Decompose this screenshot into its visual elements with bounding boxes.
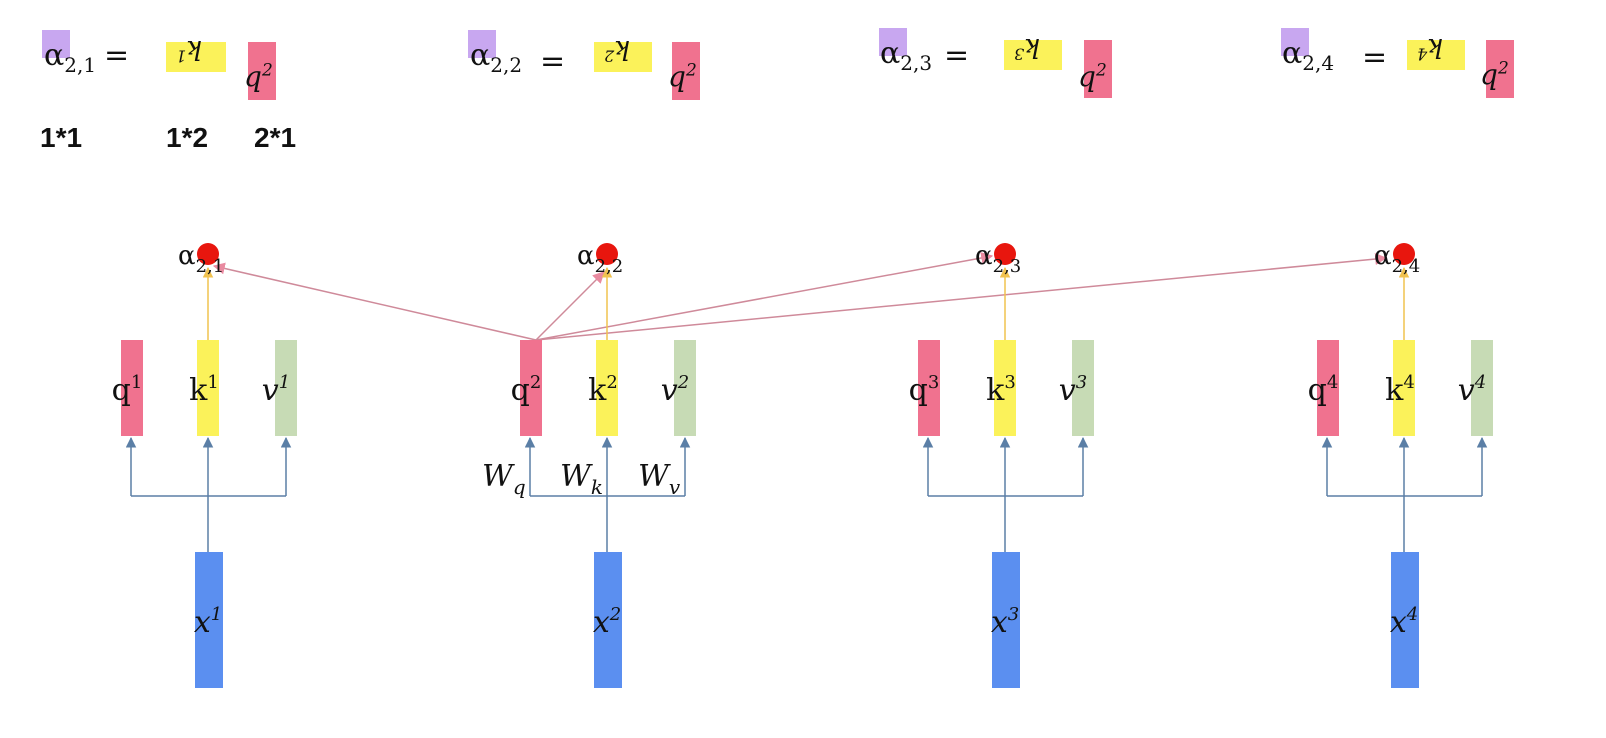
weight-wv-label: Wv (638, 459, 681, 499)
formula-alpha-label: α2,3 (880, 36, 933, 75)
formula-equals: = (104, 38, 130, 73)
input-block-x1 (195, 552, 223, 688)
key-block-icon (1407, 40, 1465, 70)
query-label-q3: q3 (909, 372, 940, 408)
key-block-k4 (1393, 340, 1415, 436)
value-label-v1: v1 (262, 372, 290, 408)
score-swatch-icon (468, 30, 496, 58)
attention-edge-2-4 (535, 253, 1388, 341)
dimension-key: 1*2 (166, 122, 209, 153)
value-label-v3: v3 (1059, 372, 1087, 408)
attention-score-label-3: α2,3 (975, 241, 1021, 277)
input-label-x3: x3 (991, 604, 1019, 640)
formula-alpha-label: α2,2 (470, 38, 523, 77)
attention-score-label-1: α2,1 (178, 241, 224, 277)
formula-alpha-label: α2,1 (44, 38, 97, 77)
value-block-v4 (1471, 340, 1493, 436)
attention-edge-2-2 (535, 271, 605, 341)
attention-score-node-2 (596, 243, 618, 265)
formula-equals: = (540, 44, 566, 79)
query-block-icon (672, 42, 700, 100)
input-label-x4: x4 (1390, 604, 1418, 640)
value-block-v2 (674, 340, 696, 436)
input-label-x1: x1 (194, 604, 222, 640)
value-block-v3 (1072, 340, 1094, 436)
query-label-q2: q2 (511, 372, 542, 408)
score-swatch-icon (879, 28, 907, 56)
weight-wq-label: Wq (482, 459, 526, 499)
attention-score-node-3 (994, 243, 1016, 265)
attention-score-node-4 (1393, 243, 1415, 265)
key-block-icon (1004, 40, 1062, 70)
query-label-q4: q4 (1308, 372, 1339, 408)
key-label-k3: k3 (986, 372, 1016, 408)
query-block-icon (248, 42, 276, 100)
value-label-v2: v2 (661, 372, 689, 408)
input-block-x2 (594, 552, 622, 688)
formula-equals: = (1362, 40, 1388, 75)
score-swatch-icon (42, 30, 70, 58)
formula-query: q2 (244, 60, 273, 93)
key-block-k2 (596, 340, 618, 436)
attention-score-node-1 (197, 243, 219, 265)
query-block-q4 (1317, 340, 1339, 436)
formula-alpha-label: α2,4 (1282, 36, 1335, 75)
attention-score-label-4: α2,4 (1374, 241, 1420, 277)
query-block-q2 (520, 340, 542, 436)
key-label-k4: k4 (1385, 372, 1415, 408)
formula-query: q2 (668, 60, 697, 93)
attention-edge-2-1 (212, 262, 537, 341)
input-block-x4 (1391, 552, 1419, 688)
key-label-k2: k2 (588, 372, 618, 408)
score-swatch-icon (1281, 28, 1309, 56)
dimension-alpha: 1*1 (40, 122, 83, 153)
formula-query: q2 (1480, 58, 1509, 91)
weight-wk-label: Wk (560, 459, 603, 499)
query-block-q1 (121, 340, 143, 436)
formula-equals: = (944, 38, 970, 73)
query-block-icon (1084, 40, 1112, 98)
query-block-icon (1486, 40, 1514, 98)
input-block-x3 (992, 552, 1020, 688)
query-block-q3 (918, 340, 940, 436)
value-label-v4: v4 (1458, 372, 1486, 408)
query-label-q1: q1 (112, 372, 143, 408)
formula-query: q2 (1078, 60, 1107, 93)
input-label-x2: x2 (593, 604, 621, 640)
attention-edge-2-3 (535, 252, 994, 341)
key-block-icon (166, 42, 226, 72)
attention-score-label-2: α2,2 (577, 241, 623, 277)
dimension-query: 2*1 (254, 122, 297, 153)
key-block-k1 (197, 340, 219, 436)
key-label-k1: k1 (189, 372, 219, 408)
key-block-k3 (994, 340, 1016, 436)
value-block-v1 (275, 340, 297, 436)
key-block-icon (594, 42, 652, 72)
